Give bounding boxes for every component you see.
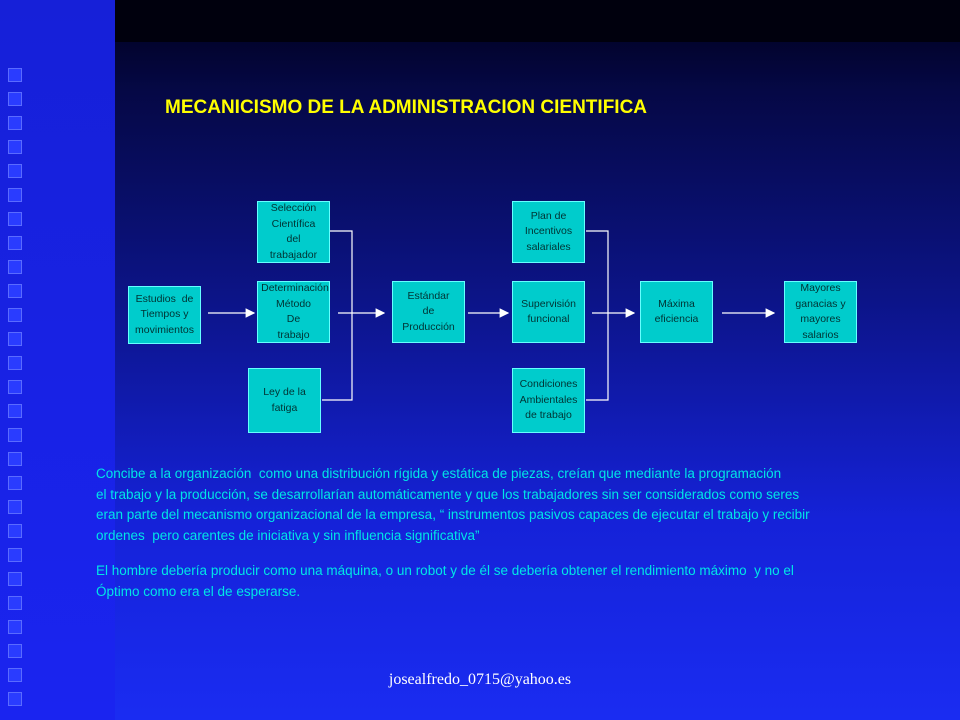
decor-square xyxy=(8,524,22,538)
decor-square xyxy=(8,596,22,610)
decor-square xyxy=(8,68,22,82)
decor-square xyxy=(8,188,22,202)
box-condiciones-ambientales: Condiciones Ambientales de trabajo xyxy=(512,368,585,433)
top-decor-band xyxy=(115,0,960,42)
decor-square xyxy=(8,212,22,226)
slide-title: MECANICISMO DE LA ADMINISTRACION CIENTIF… xyxy=(165,97,648,118)
box-maxima-eficiencia: Máxima eficiencia xyxy=(640,281,713,343)
decor-square xyxy=(8,668,22,682)
box-supervision-funcional: Supervisión funcional xyxy=(512,281,585,343)
paragraph-concibe: Concibe a la organización como una distr… xyxy=(96,466,810,543)
decor-square xyxy=(8,260,22,274)
decor-square xyxy=(8,116,22,130)
box-seleccion-cientifica: Selección Científica del trabajador xyxy=(257,201,330,263)
box-ley-fatiga: Ley de la fatiga xyxy=(248,368,321,433)
decor-square xyxy=(8,428,22,442)
decor-square xyxy=(8,164,22,178)
footer-email: josealfredo_0715@yahoo.es xyxy=(388,671,572,688)
box-estandar-produccion: Estándar de Producción xyxy=(392,281,465,343)
decor-square xyxy=(8,356,22,370)
decor-square xyxy=(8,476,22,490)
decor-square xyxy=(8,620,22,634)
decor-square xyxy=(8,404,22,418)
decor-square xyxy=(8,500,22,514)
bracket-right-group xyxy=(586,230,609,401)
decor-square xyxy=(8,332,22,346)
decor-square xyxy=(8,644,22,658)
decor-square xyxy=(8,92,22,106)
decor-square xyxy=(8,548,22,562)
box-determinacion-metodo: Determinación Método De trabajo xyxy=(257,281,330,343)
decor-square xyxy=(8,380,22,394)
box-mayores-ganancias: Mayores ganacias y mayores salarios xyxy=(784,281,857,343)
decor-square xyxy=(8,284,22,298)
decor-square xyxy=(8,236,22,250)
box-estudios-tiempos: Estudios de Tiempos y movimientos xyxy=(128,286,201,344)
decor-square xyxy=(8,140,22,154)
decor-square xyxy=(8,308,22,322)
decor-square xyxy=(8,572,22,586)
box-plan-incentivos: Plan de Incentivos salariales xyxy=(512,201,585,263)
paragraph-hombre: El hombre debería producir como una máqu… xyxy=(96,563,794,599)
decor-square xyxy=(8,692,22,706)
decor-square xyxy=(8,452,22,466)
